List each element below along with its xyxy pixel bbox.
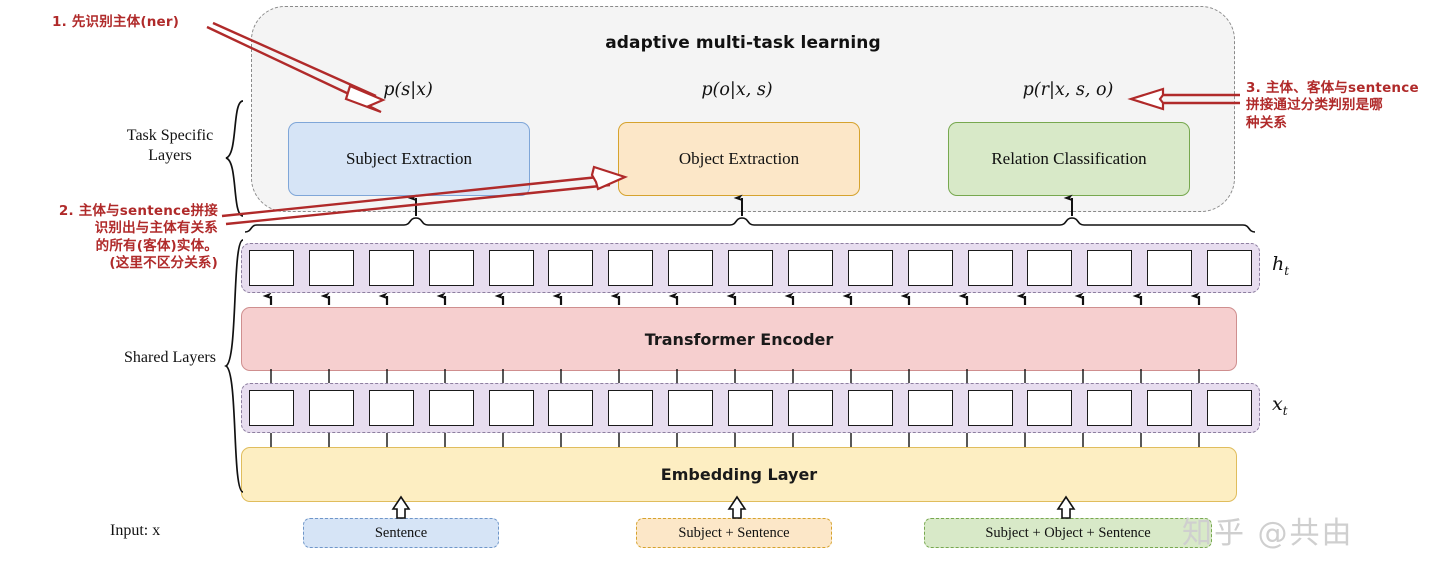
hidden-state-cell: [1087, 250, 1133, 286]
embedding-vector-cell: [1147, 390, 1193, 426]
lines-embedding-to-encoder: [270, 369, 1200, 383]
embedding-vector-row: [241, 383, 1260, 433]
annotation-note-3: 3. 主体、客体与sentence 拼接通过分类判别是哪 种关系: [1246, 80, 1419, 131]
hidden-state-cell: [368, 250, 414, 286]
annotation-note-1: 1. 先识别主体(ner): [52, 14, 180, 30]
embedding-vector-cell: [368, 390, 414, 426]
hidden-state-cell: [967, 250, 1013, 286]
embedding-vector-cell: [728, 390, 773, 426]
probability-label-object: p(o|x, s): [701, 80, 773, 100]
annotation-note-2: 2. 主体与sentence拼接 识别出与主体有关系 的所有(客体)实体。 (这…: [58, 203, 218, 271]
hidden-state-cell: [728, 250, 773, 286]
embedding-vector-cell: [488, 390, 534, 426]
probability-label-subject: p(s|x): [383, 80, 433, 100]
label-input-x: Input: x: [110, 522, 161, 539]
embedding-vector-cell: [967, 390, 1013, 426]
label-shared-layers: Shared Layers: [124, 349, 216, 366]
input-box-sentence[interactable]: Sentence: [303, 518, 499, 548]
task-split-brace: [244, 217, 417, 233]
watermark: 知乎 @共由: [1182, 516, 1354, 551]
hidden-state-cell: [249, 250, 294, 286]
hidden-state-cell: [308, 250, 354, 286]
hidden-state-cell: [1027, 250, 1073, 286]
hidden-state-cell: [847, 250, 893, 286]
hidden-state-row: [241, 243, 1260, 293]
embedding-vector-cell: [548, 390, 594, 426]
task-split-brace-3: [741, 217, 1073, 226]
input-box-subject-sentence[interactable]: Subject + Sentence: [636, 518, 832, 548]
embedding-vector-cell: [1087, 390, 1133, 426]
transformer-encoder-block: Transformer Encoder: [241, 307, 1237, 371]
hidden-state-cell: [1207, 250, 1252, 286]
embedding-vector-cell: [308, 390, 354, 426]
hidden-state-cell: [488, 250, 534, 286]
embedding-vector-cell: [668, 390, 714, 426]
input-box-subject-object-sentence[interactable]: Subject + Object + Sentence: [924, 518, 1212, 548]
label-task-specific-layers: Task Specific Layers: [126, 127, 214, 164]
embedding-vector-cell: [1207, 390, 1252, 426]
task-box-object-extraction[interactable]: Object Extraction: [618, 122, 860, 196]
embedding-vector-cell: [787, 390, 833, 426]
task-split-brace-4: [1071, 217, 1256, 233]
arrows-encoder-to-hidden: [262, 292, 1201, 305]
hidden-state-cell: [1147, 250, 1193, 286]
hidden-state-cell: [907, 250, 953, 286]
task-split-brace-2: [415, 217, 743, 226]
embedding-vector-cell: [249, 390, 294, 426]
embedding-vector-cell: [1027, 390, 1073, 426]
task-box-subject-extraction[interactable]: Subject Extraction: [288, 122, 530, 196]
hidden-state-row-tag: ht: [1272, 253, 1290, 278]
embedding-vector-cell: [428, 390, 474, 426]
embedding-vector-cell: [907, 390, 953, 426]
embedding-vector-cell: [847, 390, 893, 426]
lines-embedding-layer-to-xt: [270, 433, 1200, 447]
hidden-state-cell: [428, 250, 474, 286]
hidden-state-cell: [668, 250, 714, 286]
task-box-relation-classification[interactable]: Relation Classification: [948, 122, 1190, 196]
diagram-title: adaptive multi-task learning: [605, 33, 881, 53]
probability-label-relation: p(r|x, s, o): [1022, 80, 1114, 100]
embedding-layer-block: Embedding Layer: [241, 447, 1237, 502]
hidden-state-cell: [548, 250, 594, 286]
embedding-vector-row-tag: xt: [1272, 393, 1288, 418]
hidden-state-cell: [608, 250, 654, 286]
embedding-vector-cell: [608, 390, 654, 426]
hidden-state-cell: [787, 250, 833, 286]
